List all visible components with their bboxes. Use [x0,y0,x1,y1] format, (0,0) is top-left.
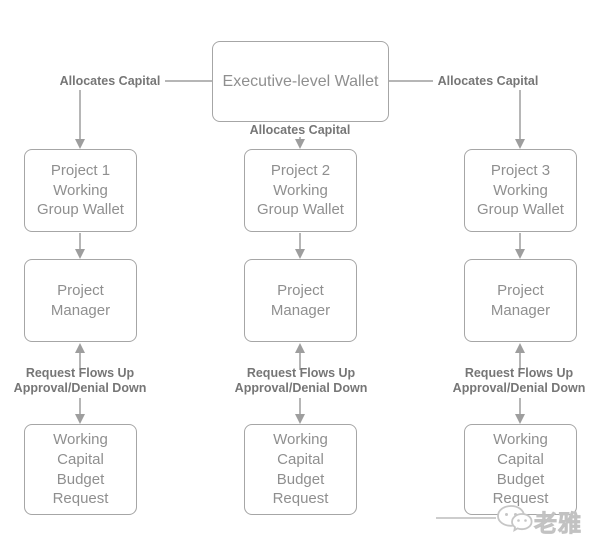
project2-wallet-box: Project 2 Working Group Wallet [244,149,357,232]
allocates-capital-label-right: Allocates Capital [433,74,543,88]
project1-budget-request-box: Working Capital Budget Request [24,424,137,515]
project2-budget-request-box: Working Capital Budget Request [244,424,357,515]
project1-wallet-box: Project 1 Working Group Wallet [24,149,137,232]
project3-budget-request-box: Working Capital Budget Request [464,424,577,515]
wechat-icon [436,505,533,532]
flow-label-2: Request Flows Up Approval/Denial Down [234,366,368,395]
executive-wallet-box: Executive-level Wallet [212,41,389,122]
project1-manager-box: Project Manager [24,259,137,342]
watermark: 老雅居 [436,500,596,544]
watermark-text: 老雅居 [534,510,582,544]
flow-label-3: Request Flows Up Approval/Denial Down [452,366,586,395]
project3-wallet-box: Project 3 Working Group Wallet [464,149,577,232]
allocates-capital-label-left: Allocates Capital [55,74,165,88]
flow-label-1: Request Flows Up Approval/Denial Down [13,366,147,395]
allocates-capital-label-center: Allocates Capital [245,123,355,137]
project2-manager-box: Project Manager [244,259,357,342]
project3-manager-box: Project Manager [464,259,577,342]
